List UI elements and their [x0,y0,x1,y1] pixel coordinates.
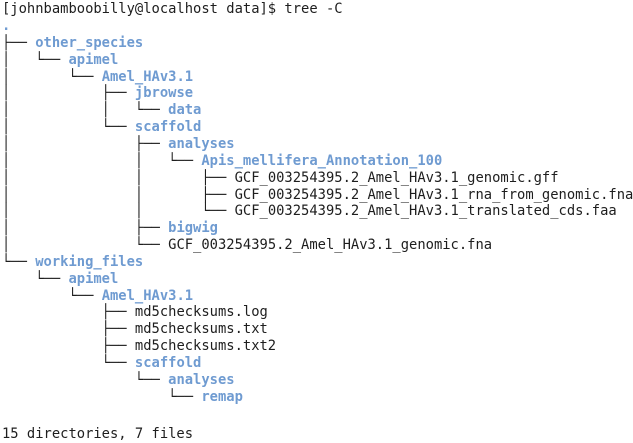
tree-connector: └── [2,253,36,270]
tree-row: │ └── Amel_HAv3.1 [2,69,193,86]
tree-connector: │ │ └── [2,203,235,220]
summary-line: 15 directories, 7 files [2,426,194,442]
tree-row: └── Amel_HAv3.1 [2,288,193,305]
tree-row: │ │ └── Apis_mellifera_Annotation_100 [2,153,442,170]
tree-file-name: GCF_003254395.2_Amel_HAv3.1_translated_c… [234,203,617,220]
tree-directory-name: apimel [68,51,119,68]
tree-row: └── working_files [2,254,143,271]
tree-connector: │ │ └── [2,102,169,119]
command-prompt: [johnbamboobilly@localhost data]$ tree -… [2,1,343,17]
tree-directory-name: Amel_HAv3.1 [101,68,194,85]
tree-connector: └── [2,371,169,388]
tree-row: │ └── apimel [2,52,118,69]
tree-file-name: GCF_003254395.2_Amel_HAv3.1_genomic.gff [234,169,559,186]
tree-connector: └── [2,355,135,371]
tree-connector: │ ├── [2,85,135,102]
tree-directory-name: Apis_mellifera_Annotation_100 [201,152,443,169]
tree-row: │ │ └── data [2,102,201,119]
tree-row: │ └── GCF_003254395.2_Amel_HAv3.1_genomi… [2,237,492,254]
tree-connector: │ ├── [2,135,169,152]
tree-row: ├── md5checksums.log [2,304,268,321]
tree-row: │ │ ├── GCF_003254395.2_Amel_HAv3.1_geno… [2,170,559,187]
tree-directory-name: scaffold [134,119,202,136]
tree-file-name: GCF_003254395.2_Amel_HAv3.1_genomic.fna [168,237,493,254]
tree-connector: ├── [2,34,36,51]
tree-file-name: md5checksums.txt [134,321,268,338]
tree-directory-name: bigwig [168,220,218,237]
tree-connector: │ ├── [2,220,169,237]
tree-row: │ ├── bigwig [2,220,218,237]
tree-directory-name: remap [201,388,243,405]
tree-connector: │ └── [2,68,102,85]
tree-connector: ├── [2,304,135,321]
tree-row: └── analyses [2,372,235,389]
tree-connector: └── [2,287,102,304]
tree-directory-name: jbrowse [134,85,194,102]
tree-row: │ │ └── GCF_003254395.2_Amel_HAv3.1_tran… [2,203,617,220]
tree-row: └── scaffold [2,355,202,372]
tree-row: ├── other_species [2,35,143,52]
tree-directory-name: analyses [168,135,235,152]
tree-row: │ └── scaffold [2,119,201,136]
tree-directory-name: other_species [35,34,144,51]
tree-directory-name: apimel [68,270,119,287]
tree-row: │ ├── analyses [2,136,235,153]
tree-connector: │ │ ├── [2,186,235,203]
tree-row: ├── md5checksums.txt2 [2,338,276,355]
tree-connector: │ └── [2,51,69,68]
tree-row: . [2,18,10,35]
tree-row: ├── md5checksums.txt [2,321,268,338]
tree-directory-name: analyses [168,371,235,388]
tree-connector: ├── [2,338,135,355]
tree-connector: └── [2,270,69,287]
tree-connector: ├── [2,321,135,338]
tree-row: │ ├── jbrowse [2,85,193,102]
tree-row: │ │ ├── GCF_003254395.2_Amel_HAv3.1_rna_… [2,187,633,204]
tree-directory-name: scaffold [134,355,202,371]
tree-directory-name: working_files [35,253,144,270]
tree-directory-name: . [2,18,11,34]
tree-directory-name: data [168,102,202,119]
tree-connector: │ └── [2,237,169,254]
tree-connector: └── [2,388,202,405]
tree-connector: │ │ └── [2,152,202,169]
tree-connector: │ └── [2,119,135,136]
tree-directory-name: Amel_HAv3.1 [101,287,194,304]
tree-file-name: GCF_003254395.2_Amel_HAv3.1_rna_from_gen… [234,186,633,203]
tree-connector: │ │ ├── [2,169,235,186]
tree-row: └── remap [2,389,243,406]
tree-row: └── apimel [2,271,118,288]
tree-file-name: md5checksums.log [134,304,268,321]
tree-file-name: md5checksums.txt2 [134,338,277,355]
